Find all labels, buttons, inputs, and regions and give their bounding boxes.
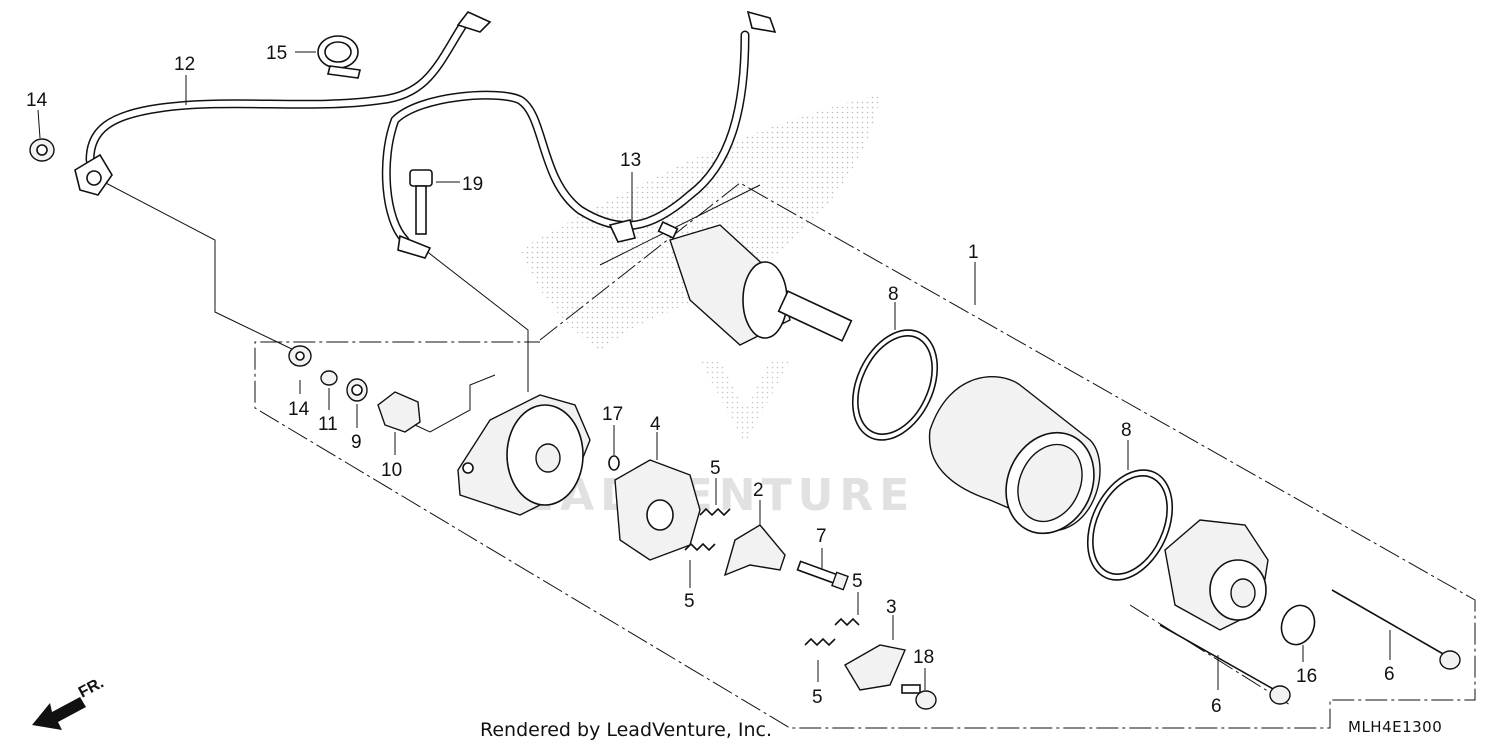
callout-18: 18 — [913, 647, 934, 668]
callout-3: 3 — [886, 597, 897, 618]
callout-5d: 5 — [812, 687, 823, 708]
leader-armature — [599, 184, 761, 266]
brush-2 — [723, 524, 786, 577]
long-bolt-6-b — [1331, 589, 1461, 670]
bolt-7 — [796, 560, 849, 591]
callout-6a: 6 — [1211, 696, 1222, 717]
callout-leaders — [37, 51, 1391, 690]
callout-4: 4 — [650, 414, 661, 435]
terminal-hardware — [288, 345, 421, 433]
assembly-boundary-outer — [254, 182, 1476, 729]
ground-cable — [381, 10, 777, 259]
callout-1: 1 — [968, 242, 979, 263]
battery-cable — [74, 11, 492, 196]
callout-5a: 5 — [710, 458, 721, 479]
callout-17: 17 — [602, 404, 623, 425]
callout-7: 7 — [816, 526, 827, 547]
bolt-19 — [409, 169, 433, 235]
callout-15: 15 — [266, 43, 287, 64]
springs — [684, 507, 860, 647]
direction-label: FR. — [76, 674, 107, 701]
leader-cable-12 — [99, 179, 299, 353]
callout-2: 2 — [753, 480, 764, 501]
callout-19: 19 — [462, 174, 483, 195]
diagram-code: MLH4E1300 — [1348, 718, 1443, 736]
callout-14a: 14 — [26, 90, 48, 111]
callout-6b: 6 — [1384, 664, 1395, 685]
credit-text: Rendered by LeadVenture, Inc. — [480, 719, 773, 741]
callout-16: 16 — [1296, 666, 1317, 687]
callouts: 1 2 3 4 5 5 5 5 6 6 7 8 8 9 10 11 12 13 … — [26, 43, 1395, 717]
o-ring-8-upper — [851, 329, 939, 441]
brush-3 — [844, 644, 906, 691]
front-direction-arrow-icon: FR. — [32, 674, 107, 730]
starter-front-cover — [457, 394, 591, 516]
o-ring-8-lower — [1086, 469, 1174, 581]
o-ring-17 — [608, 455, 620, 471]
callout-13: 13 — [620, 150, 641, 171]
callout-11: 11 — [318, 414, 338, 435]
callout-5c: 5 — [852, 571, 863, 592]
starter-rear-cover — [1164, 519, 1269, 631]
wing-watermark-shape — [520, 95, 880, 350]
cable-clamp — [317, 35, 361, 79]
nut-14-top — [29, 138, 55, 162]
callout-9: 9 — [351, 432, 362, 453]
leader-cable-19 — [424, 249, 529, 392]
armature — [657, 221, 853, 346]
callout-8a: 8 — [888, 284, 899, 305]
bolt-18 — [901, 684, 937, 710]
assembly-boundary-rear — [1129, 604, 1291, 706]
callout-8b: 8 — [1121, 420, 1132, 441]
callout-10: 10 — [381, 460, 402, 481]
brush-holder — [614, 459, 701, 561]
v-watermark-shape — [700, 360, 790, 445]
leader-terminal-10 — [414, 374, 496, 433]
callout-14b: 14 — [288, 399, 310, 420]
callout-12: 12 — [174, 54, 195, 75]
o-ring-16 — [1280, 604, 1316, 646]
yoke — [928, 375, 1101, 535]
callout-5b: 5 — [684, 591, 695, 612]
